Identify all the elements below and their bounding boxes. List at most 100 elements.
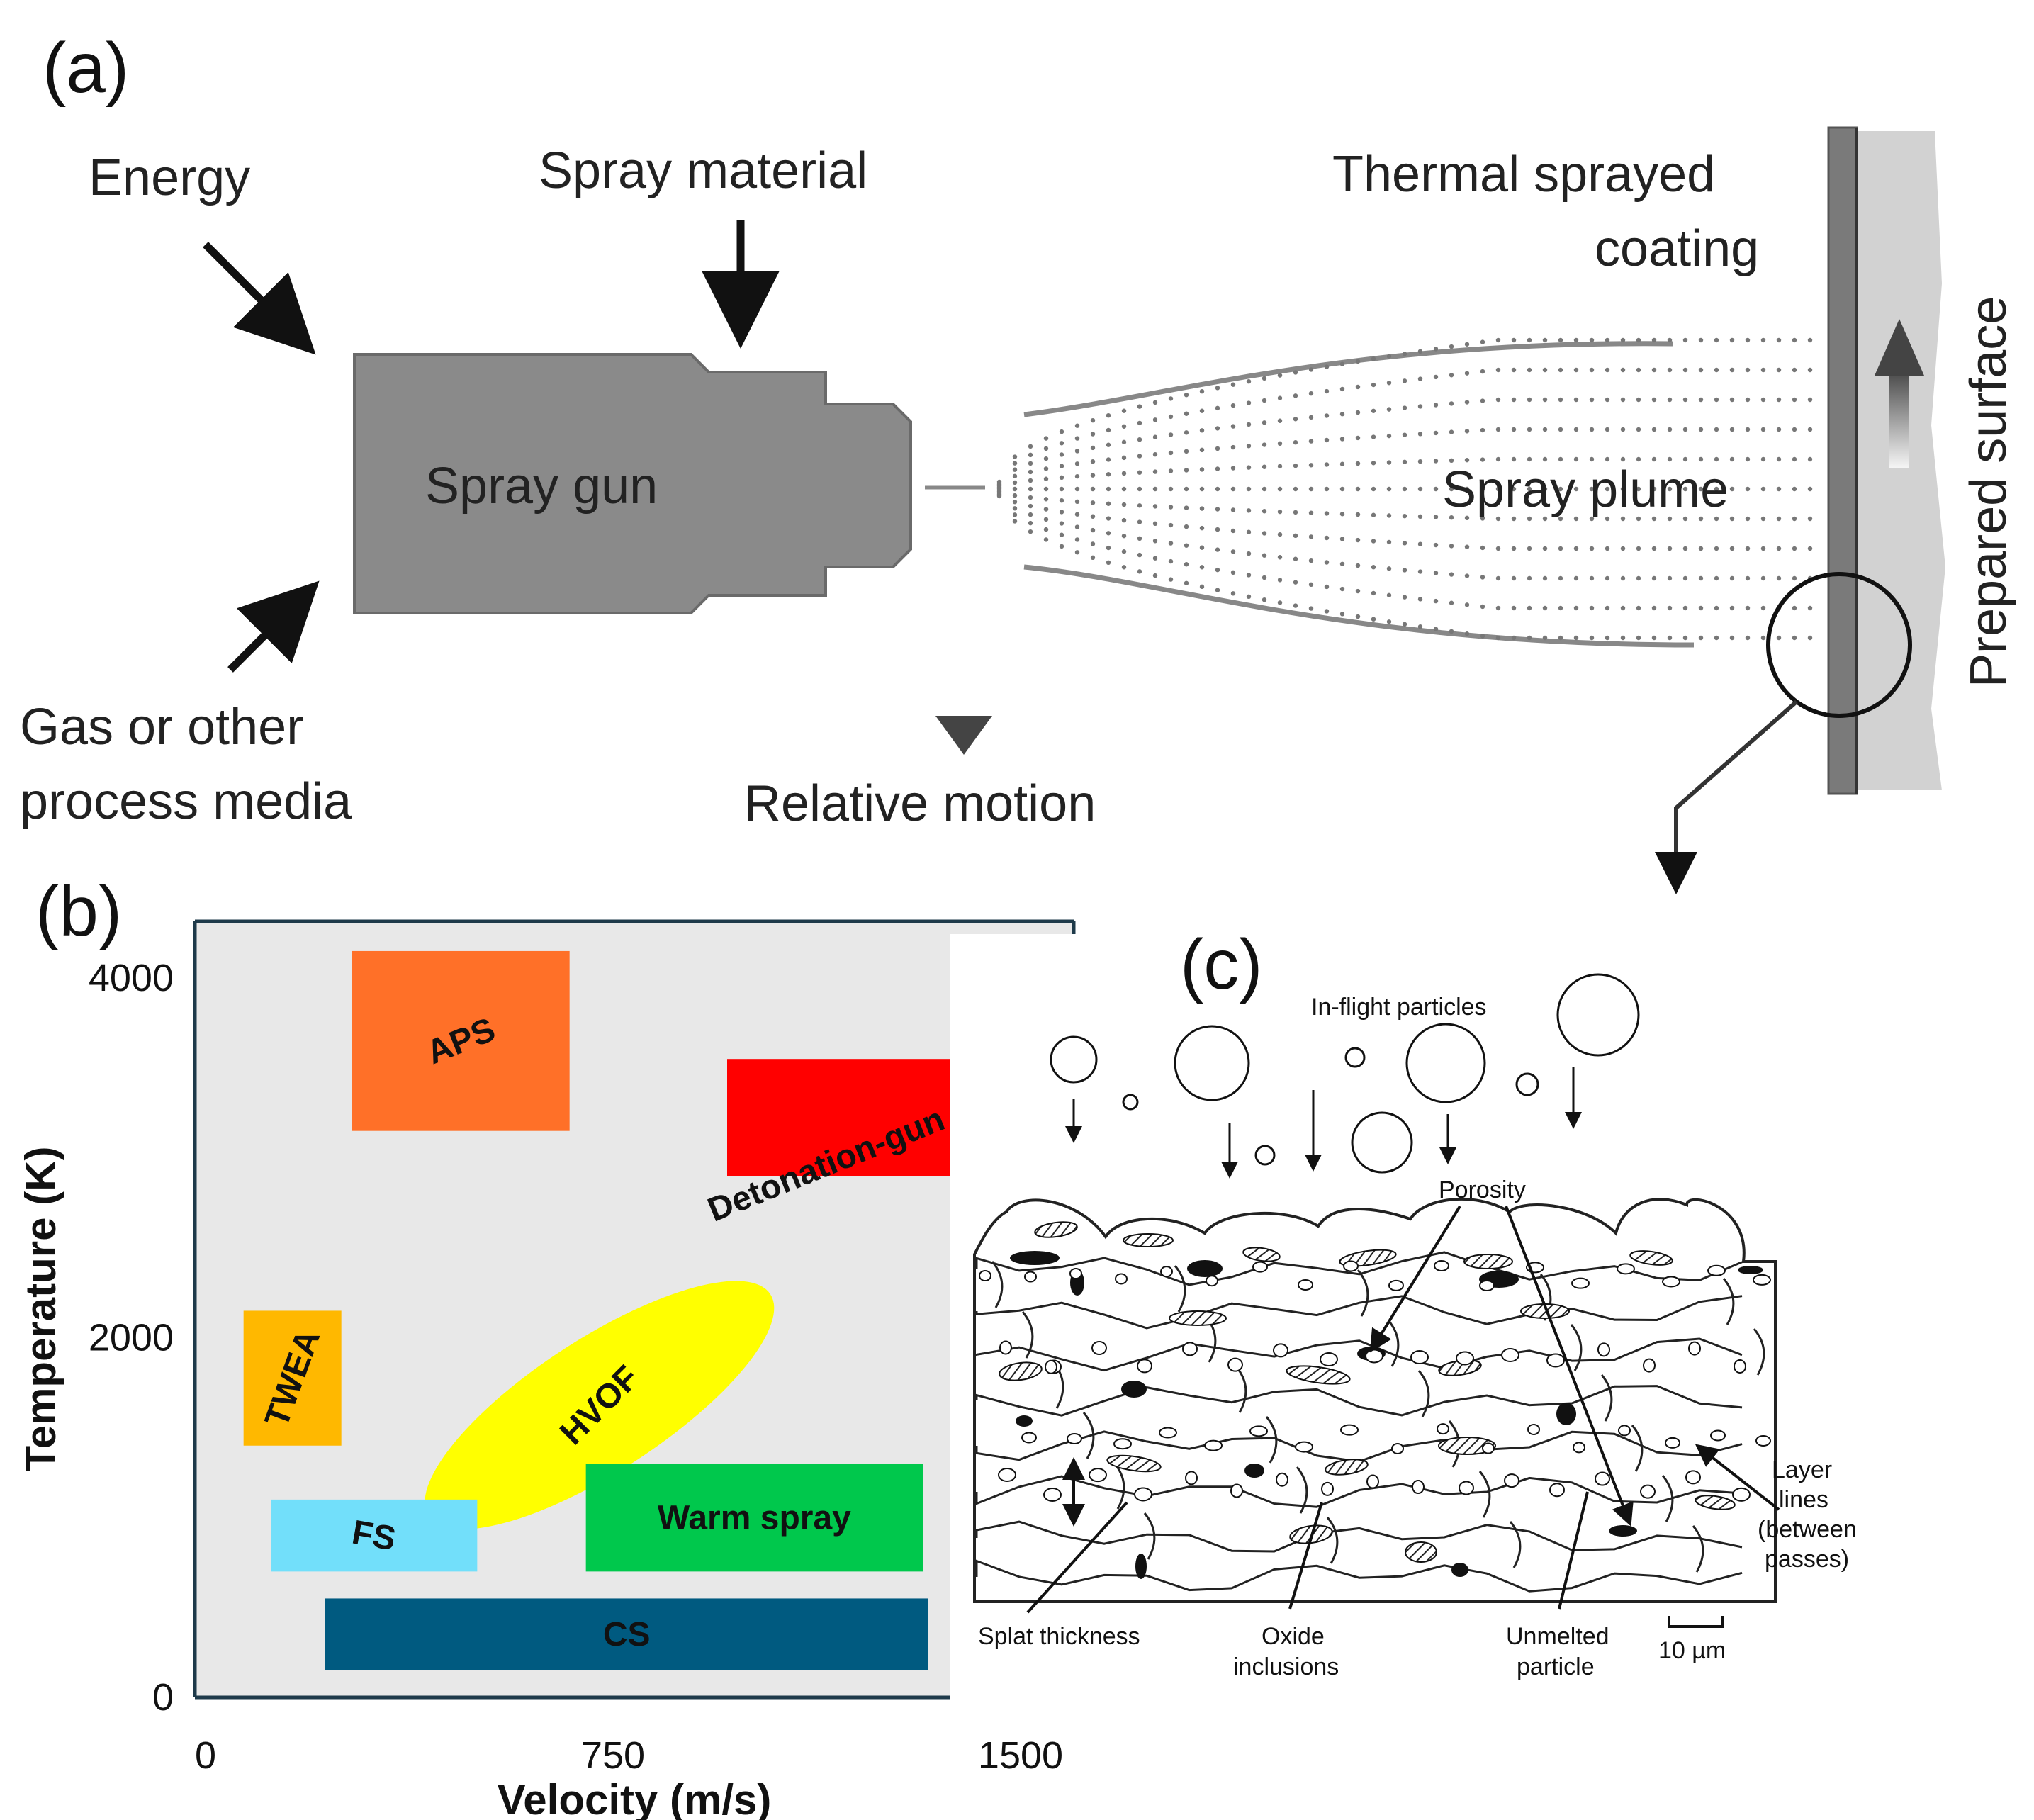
- unmelted-bead: [1089, 1468, 1107, 1483]
- plume-dot: [1215, 527, 1220, 532]
- plume-dot: [1605, 397, 1610, 403]
- panel-a: (a) Energy Spray material Spray gun Spra…: [20, 28, 2017, 894]
- plume-dot: [1682, 516, 1688, 522]
- plume-dot: [1043, 446, 1049, 451]
- plume-dot: [1682, 605, 1688, 611]
- plume-dot: [1698, 516, 1704, 522]
- plume-dot: [1262, 442, 1267, 447]
- unmelted-bead: [1549, 1483, 1565, 1498]
- plume-dot: [1121, 455, 1127, 461]
- unmelted-bead: [1597, 1342, 1610, 1357]
- plume-dot: [1074, 512, 1080, 517]
- porosity-label: Porosity: [1439, 1176, 1526, 1203]
- plume-dot: [1745, 486, 1751, 492]
- plume-dot: [1355, 461, 1361, 466]
- unmelted-bead: [1685, 1470, 1701, 1485]
- plume-dot: [1682, 456, 1688, 462]
- plume-dot: [1308, 558, 1314, 563]
- plume-dot: [1620, 635, 1626, 641]
- plume-dot: [1137, 404, 1142, 409]
- plume-dot: [1558, 427, 1563, 432]
- plume-dot: [1558, 605, 1563, 611]
- unmelted-bead: [1230, 1483, 1243, 1498]
- splat-boundary: [1021, 1311, 1034, 1359]
- unmelted-bead: [1134, 1487, 1152, 1502]
- plume-dot: [1199, 506, 1205, 511]
- plume-dot: [1371, 486, 1376, 492]
- in-flight-particle: [1515, 1072, 1539, 1096]
- in-flight-particle: [1122, 1094, 1139, 1111]
- plume-dot: [1230, 466, 1236, 471]
- plume-dot: [1402, 595, 1407, 600]
- plume-dot: [1215, 446, 1220, 451]
- plume-dot: [1371, 434, 1376, 439]
- plume-dot: [1184, 562, 1189, 567]
- plume-dot: [1168, 505, 1174, 510]
- plume-dot: [1745, 605, 1751, 611]
- plume-dot: [1651, 427, 1657, 432]
- region-aps-shape: [352, 950, 570, 1131]
- plume-dot: [1667, 546, 1673, 551]
- unmelted-bead: [1456, 1351, 1474, 1366]
- plume-dot: [1277, 600, 1283, 605]
- plume-dot: [1760, 367, 1766, 373]
- porosity-arrow-1: [1369, 1205, 1461, 1353]
- unmelted-label-line1: Unmelted: [1506, 1623, 1609, 1650]
- plume-dot: [1152, 486, 1158, 492]
- plume-dot: [1698, 546, 1704, 551]
- plume-dot: [1152, 434, 1158, 439]
- plume-dot: [1433, 347, 1439, 352]
- plume-dot: [1620, 546, 1626, 551]
- plume-dot: [1573, 635, 1579, 641]
- plume-dot: [1682, 635, 1688, 641]
- plume-dot: [1028, 503, 1033, 509]
- plume-dot: [1308, 367, 1314, 372]
- plume-dot: [1277, 486, 1283, 492]
- plume-dot: [1464, 631, 1470, 636]
- plume-dot: [1043, 537, 1049, 542]
- plume-dot: [1589, 575, 1595, 581]
- prepared-surface-label: Prepared surface: [1960, 296, 2017, 687]
- plume-dot: [1729, 397, 1735, 403]
- plume-dot: [1714, 546, 1719, 551]
- plume-dot: [1651, 575, 1657, 581]
- plume-dot: [1605, 337, 1610, 343]
- unmelted-bead: [1391, 1442, 1404, 1454]
- plume-dot: [1792, 605, 1797, 611]
- plume-dot: [1682, 337, 1688, 343]
- plume-dot: [1792, 397, 1797, 403]
- plume-dot: [1121, 486, 1127, 492]
- unmelted-bead: [1755, 1435, 1771, 1447]
- plume-dot: [1651, 605, 1657, 611]
- unmelted-bead: [1115, 1273, 1128, 1285]
- plume-dot: [1495, 456, 1501, 462]
- plume-dot: [1262, 398, 1267, 403]
- plume-dot: [1371, 590, 1376, 596]
- pore: [1187, 1260, 1223, 1277]
- plume-dot: [1246, 529, 1252, 534]
- plume-dot: [1636, 546, 1641, 551]
- plume-dot: [1417, 597, 1423, 602]
- splat-boundary: [1631, 1425, 1644, 1472]
- plume-dot: [1605, 635, 1610, 641]
- unmelted-bead: [1595, 1471, 1610, 1486]
- splat-boundary: [1326, 1517, 1339, 1564]
- plume-dot: [1480, 339, 1485, 344]
- plume-dot: [1667, 605, 1673, 611]
- plume-dot: [1480, 398, 1485, 403]
- plume-dot: [1074, 449, 1080, 454]
- plume-dot: [1106, 442, 1111, 447]
- plume-dot: [1449, 401, 1454, 406]
- plume-dot: [1137, 470, 1142, 475]
- plume-dot: [1636, 516, 1641, 522]
- unmelted-bead: [1343, 1260, 1359, 1272]
- plume-dot: [1495, 397, 1501, 403]
- plume-dot: [1651, 367, 1657, 373]
- splat-boundary: [1661, 1475, 1674, 1522]
- porosity-arrow-2: [1505, 1206, 1634, 1527]
- layer-lines-arrow: [1695, 1444, 1780, 1511]
- plume-dot: [1230, 591, 1236, 596]
- plume-dot: [1449, 429, 1454, 434]
